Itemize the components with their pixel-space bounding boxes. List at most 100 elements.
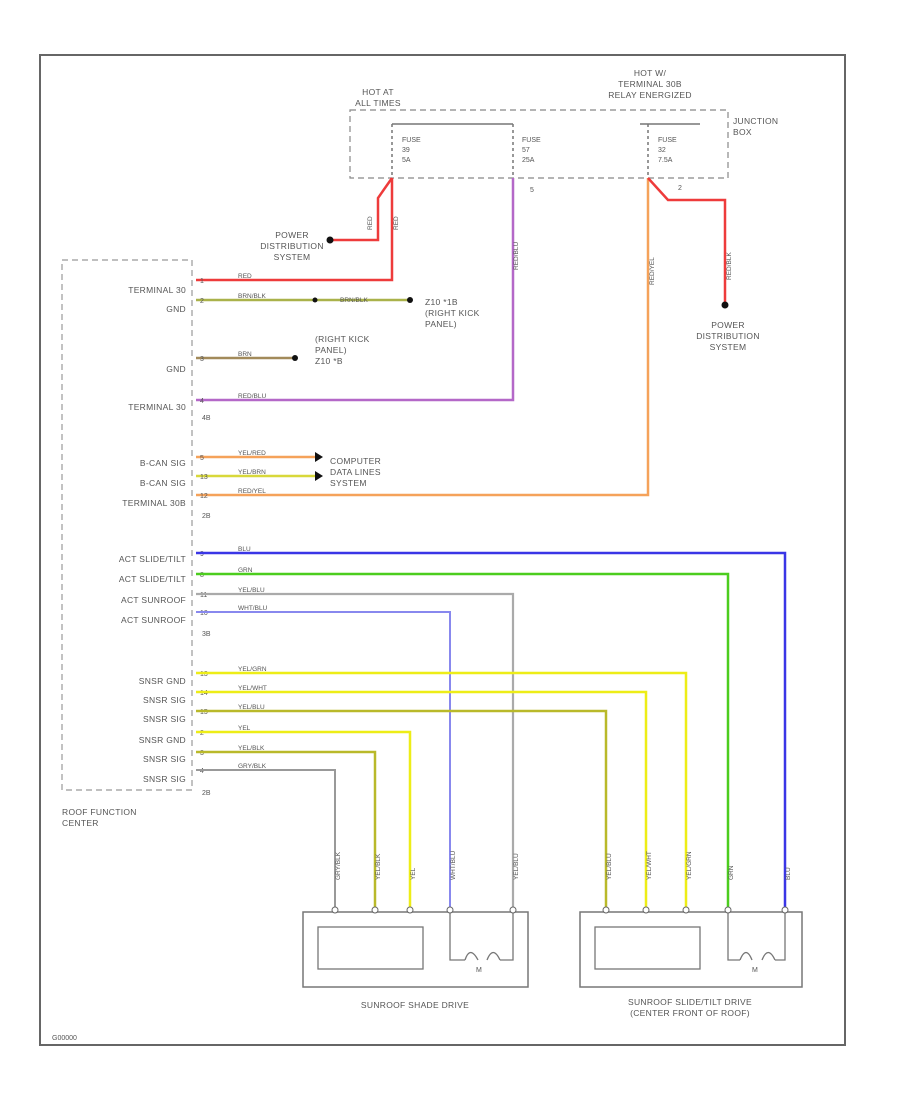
bcan-arrow-1: [315, 452, 323, 462]
slide-wire-label: YEL/GRN: [686, 851, 693, 880]
wire-label-red-3: RED: [393, 216, 400, 230]
wire-color-label: YEL/BLK: [238, 745, 265, 752]
sunroof-slide-tilt-drive-label: SUNROOF SLIDE/TILT DRIVE(CENTER FRONT OF…: [628, 997, 752, 1018]
terminal-label: ACT SUNROOF: [121, 615, 186, 625]
svg-text:FUSE: FUSE: [402, 137, 421, 144]
shade-wire-label: YEL/BLK: [375, 853, 382, 880]
ground-1-splice: [312, 297, 318, 303]
wire-color-label: YEL/RED: [238, 450, 266, 457]
slide-wire-label: YEL/BLU: [606, 853, 613, 880]
wire-color-label: RED/YEL: [238, 488, 266, 495]
wire-label-red-blu: RED/BLU: [513, 242, 520, 270]
conn-ref-2: 2B: [202, 513, 211, 520]
svg-text:M: M: [476, 967, 482, 974]
terminal-label: ACT SLIDE/TILT: [119, 574, 186, 584]
wire-color-label: GRN: [238, 567, 253, 574]
slide-wire-label: GRN: [728, 865, 735, 880]
sunroof-slide-tilt-drive: M: [579, 911, 803, 988]
terminal-label: SNSR SIG: [143, 695, 186, 705]
ground-1-node: [407, 297, 413, 303]
connector-pin: [781, 906, 789, 914]
terminal-label: TERMINAL 30B: [122, 498, 186, 508]
svg-text:39: 39: [402, 147, 410, 154]
roof-function-center-box: [61, 259, 193, 791]
svg-text:5A: 5A: [402, 157, 411, 164]
fuse-57: FUSE 57 25A: [512, 124, 541, 175]
wire-yel-grn-snsr: [196, 671, 688, 910]
terminal-pin: 12: [200, 493, 208, 500]
wire-wht-blu-act: [196, 611, 451, 910]
connector-pin: [509, 906, 517, 914]
module-terminals: TERMINAL 301REDGND2BRN/BLKGND3BRNTERMINA…: [119, 273, 268, 784]
terminal-pin: 15: [200, 709, 208, 716]
terminal-pin: 1: [200, 278, 204, 285]
terminal-pin: 3: [200, 750, 204, 757]
connector-pin: [331, 906, 339, 914]
bcan-arrow-2: [315, 471, 323, 481]
terminal-label: B-CAN SIG: [140, 478, 186, 488]
wire-label-red-yel: RED/YEL: [649, 257, 656, 285]
terminal-pin: 14: [200, 690, 208, 697]
wire-gry-blk-snsr: [196, 769, 336, 910]
conn-ref-4: 2B: [202, 790, 211, 797]
wire-red-blu-fuse-57: [196, 178, 515, 402]
terminal-label: GND: [166, 364, 186, 374]
wire-yel-blu-act: [196, 592, 515, 910]
terminal-pin: 4: [200, 768, 204, 775]
terminal-label: TERMINAL 30: [128, 285, 186, 295]
wire-yel-snsr: [196, 730, 412, 910]
terminal-label: SNSR GND: [139, 676, 186, 686]
wire-red-yel-fuse-32: [196, 178, 650, 497]
terminal-label: TERMINAL 30: [128, 402, 186, 412]
wire-label-brn-blk-2: BRN/BLK: [340, 297, 368, 304]
shade-wire-label: WHT/BLU: [450, 850, 457, 880]
svg-text:57: 57: [522, 147, 530, 154]
diagram-id: G00000: [52, 1035, 77, 1042]
connector-pin: [371, 906, 379, 914]
power-dist-2-node: [721, 301, 729, 309]
wire-blu-act: [196, 551, 787, 910]
terminal-pin: 3: [200, 356, 204, 363]
conn-ref-1: 4B: [202, 415, 211, 422]
terminal-label: SNSR SIG: [143, 774, 186, 784]
diagram-frame: [39, 54, 846, 1046]
ground-2-node: [292, 355, 298, 361]
conn-ref-3: 3B: [202, 631, 211, 638]
wire-color-label: GRY/BLK: [238, 763, 267, 770]
drive-connector-pins: [331, 906, 789, 914]
terminal-pin: 4: [200, 398, 204, 405]
wire-label-red-4: RED/BLK: [726, 252, 733, 280]
connector-pin: [406, 906, 414, 914]
svg-text:FUSE: FUSE: [522, 137, 541, 144]
terminal-label: B-CAN SIG: [140, 458, 186, 468]
wire-color-label: YEL/WHT: [238, 685, 267, 692]
terminal-pin: 5: [200, 455, 204, 462]
svg-text:FUSE: FUSE: [658, 137, 677, 144]
terminal-label: SNSR SIG: [143, 754, 186, 764]
junction-box: [349, 109, 729, 179]
terminal-label: SNSR SIG: [143, 714, 186, 724]
fuse-39: FUSE 39 5A: [391, 124, 421, 175]
wire-red-power-dist-2: [647, 177, 727, 305]
terminal-pin: 2: [200, 298, 204, 305]
wire-yel-wht-snsr: [196, 690, 648, 910]
wire-color-label: YEL/GRN: [238, 666, 267, 673]
slide-wire-label: BLU: [785, 867, 792, 880]
wire-red-from-fuse-39: [330, 177, 394, 242]
terminal-label: ACT SUNROOF: [121, 595, 186, 605]
wire-color-label: YEL/BLU: [238, 587, 265, 594]
sunroof-shade-drive: M: [302, 911, 529, 988]
slide-wire-label: YEL/WHT: [646, 851, 653, 880]
connector-pin: [682, 906, 690, 914]
fuse-ref-2: 2: [678, 185, 682, 192]
wire-yel-blk-snsr: [196, 750, 377, 910]
